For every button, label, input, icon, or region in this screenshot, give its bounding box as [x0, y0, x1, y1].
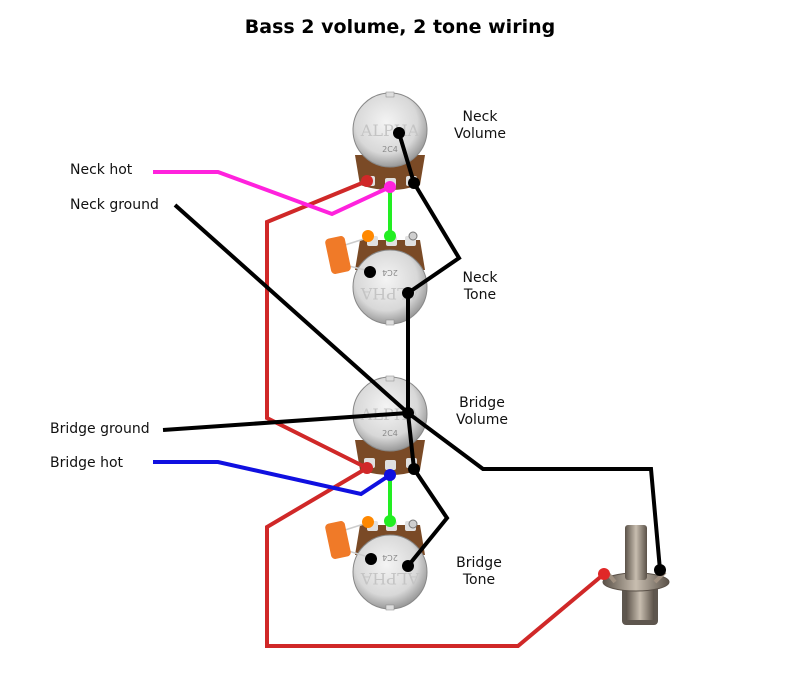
- pot-tab: [385, 91, 395, 98]
- label-bridge-volume: Bridge Volume: [450, 395, 514, 429]
- pot-tab: [385, 604, 395, 611]
- jack-barrel: [626, 590, 654, 620]
- capacitor-body: [325, 521, 351, 559]
- solder-point: [402, 407, 414, 419]
- pot-tab: [385, 319, 395, 326]
- solder-point: [402, 287, 414, 299]
- label-line: Neck: [462, 109, 498, 125]
- wire-output-to-jack: [265, 466, 606, 648]
- pot-neck-tone: 2C4 ALPHA: [352, 231, 428, 326]
- wire-bridge-ground-bus: [406, 412, 450, 568]
- pot-marking: 2C4: [382, 145, 398, 154]
- pot-screw: [408, 519, 418, 529]
- solder-point: [384, 469, 396, 481]
- output-jack: [602, 525, 670, 625]
- solder-point: [402, 560, 414, 572]
- solder-point: [598, 568, 610, 580]
- diagram-title: Bass 2 volume, 2 tone wiring: [244, 16, 556, 38]
- pot-brand: ALPHA: [360, 121, 420, 140]
- solder-point: [654, 564, 666, 576]
- label-neck-volume: Neck Volume: [450, 109, 510, 143]
- label-line: Bridge: [456, 555, 502, 571]
- pot-marking: 2C4: [382, 429, 398, 438]
- label-line: Volume: [453, 126, 507, 142]
- label-line: Volume: [455, 412, 509, 428]
- pot-marking: 2C4: [382, 268, 398, 277]
- label-bridge-hot: Bridge hot: [50, 455, 124, 471]
- solder-points: [361, 127, 666, 580]
- label-neck-hot: Neck hot: [70, 162, 133, 178]
- solder-point: [384, 181, 396, 193]
- label-neck-ground: Neck ground: [70, 197, 159, 213]
- wire-bridge-ground: [162, 411, 409, 432]
- wire-neck-ground-to-jack: [173, 203, 662, 571]
- jack-tip-lug: [625, 525, 647, 580]
- label-line: Tone: [463, 287, 497, 303]
- label-line: Bridge: [459, 395, 505, 411]
- label-bridge-ground: Bridge ground: [50, 421, 150, 437]
- solder-point: [393, 127, 405, 139]
- wires: [153, 132, 662, 648]
- solder-point: [361, 462, 373, 474]
- label-line: Tone: [462, 572, 496, 588]
- solder-point: [384, 230, 396, 242]
- solder-point: [361, 175, 373, 187]
- label-line: Neck: [462, 270, 498, 286]
- label-neck-tone: Neck Tone: [450, 270, 510, 304]
- label-bridge-tone: Bridge Tone: [447, 555, 511, 589]
- pot-bridge-tone: 2C4 ALPHA: [352, 519, 428, 611]
- wire-neck-hot: [153, 170, 391, 217]
- solder-point: [408, 177, 420, 189]
- pot-bridge-volume: ALPHA 2C4: [352, 375, 428, 475]
- capacitor-body: [325, 236, 351, 274]
- solder-point: [384, 515, 396, 527]
- pot-lug: [385, 460, 396, 470]
- pot-screw: [408, 231, 418, 241]
- solder-point: [365, 553, 377, 565]
- wire-neck-ground-bus: [397, 132, 462, 413]
- solder-point: [408, 463, 420, 475]
- pot-brand: ALPHA: [360, 569, 420, 588]
- wire-neck-vol-to-bridge-vol: [265, 179, 368, 470]
- solder-point: [362, 516, 374, 528]
- solder-point: [362, 230, 374, 242]
- pot-tab: [385, 375, 395, 382]
- solder-point: [364, 266, 376, 278]
- wire-bridge-hot: [153, 460, 392, 497]
- pot-marking: 2C4: [382, 553, 398, 562]
- pot-neck-volume: ALPHA 2C4: [352, 91, 428, 190]
